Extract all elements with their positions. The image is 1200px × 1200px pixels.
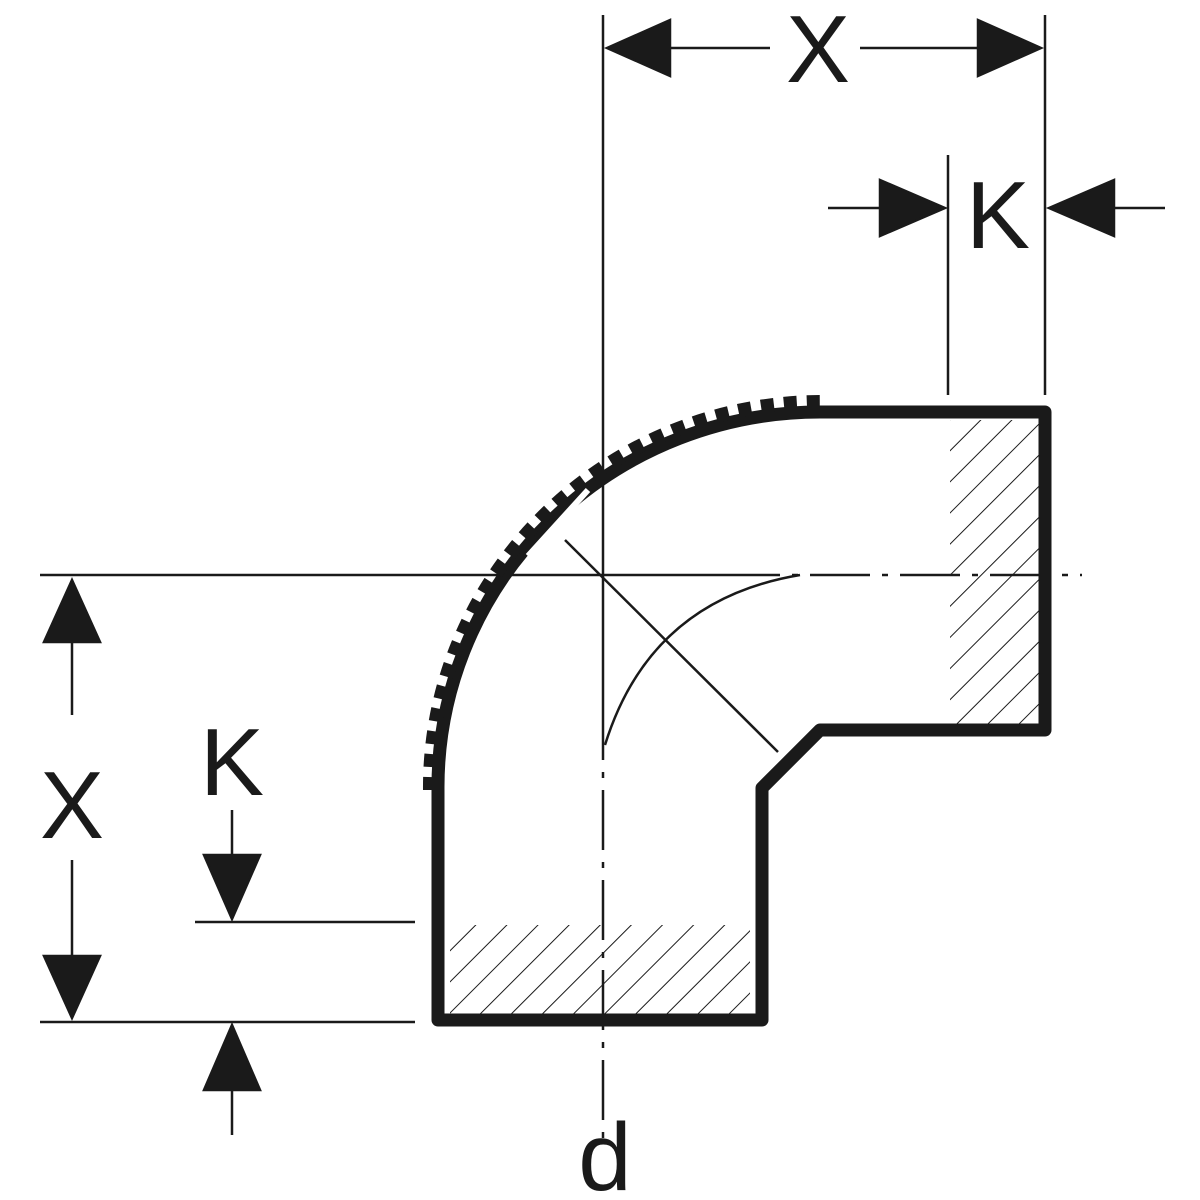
arrowhead-right-icon	[878, 178, 949, 238]
bisector-line	[564, 539, 779, 753]
marking-gap	[525, 487, 591, 559]
left-x-label: X	[40, 752, 104, 859]
diameter-label: d	[578, 1104, 631, 1200]
arrowhead-left-icon	[1045, 178, 1116, 238]
top-k-label: K	[966, 162, 1030, 269]
arrowhead-up-icon	[42, 576, 102, 644]
serrated-bend-marking	[422, 395, 821, 791]
arrowhead-left-icon	[603, 18, 672, 78]
arrowhead-down-icon	[42, 954, 102, 1022]
dimension-arrows	[42, 18, 1165, 1135]
left-k-label: K	[200, 709, 264, 816]
top-x-label: X	[786, 0, 850, 103]
inner-bend-arc	[603, 573, 801, 746]
center-lines	[40, 15, 1082, 1140]
arrowhead-up-icon	[202, 1021, 262, 1092]
bottom-socket-hatch	[450, 925, 750, 1020]
arrowhead-right-icon	[976, 18, 1045, 78]
arrowhead-down-icon	[202, 853, 262, 923]
